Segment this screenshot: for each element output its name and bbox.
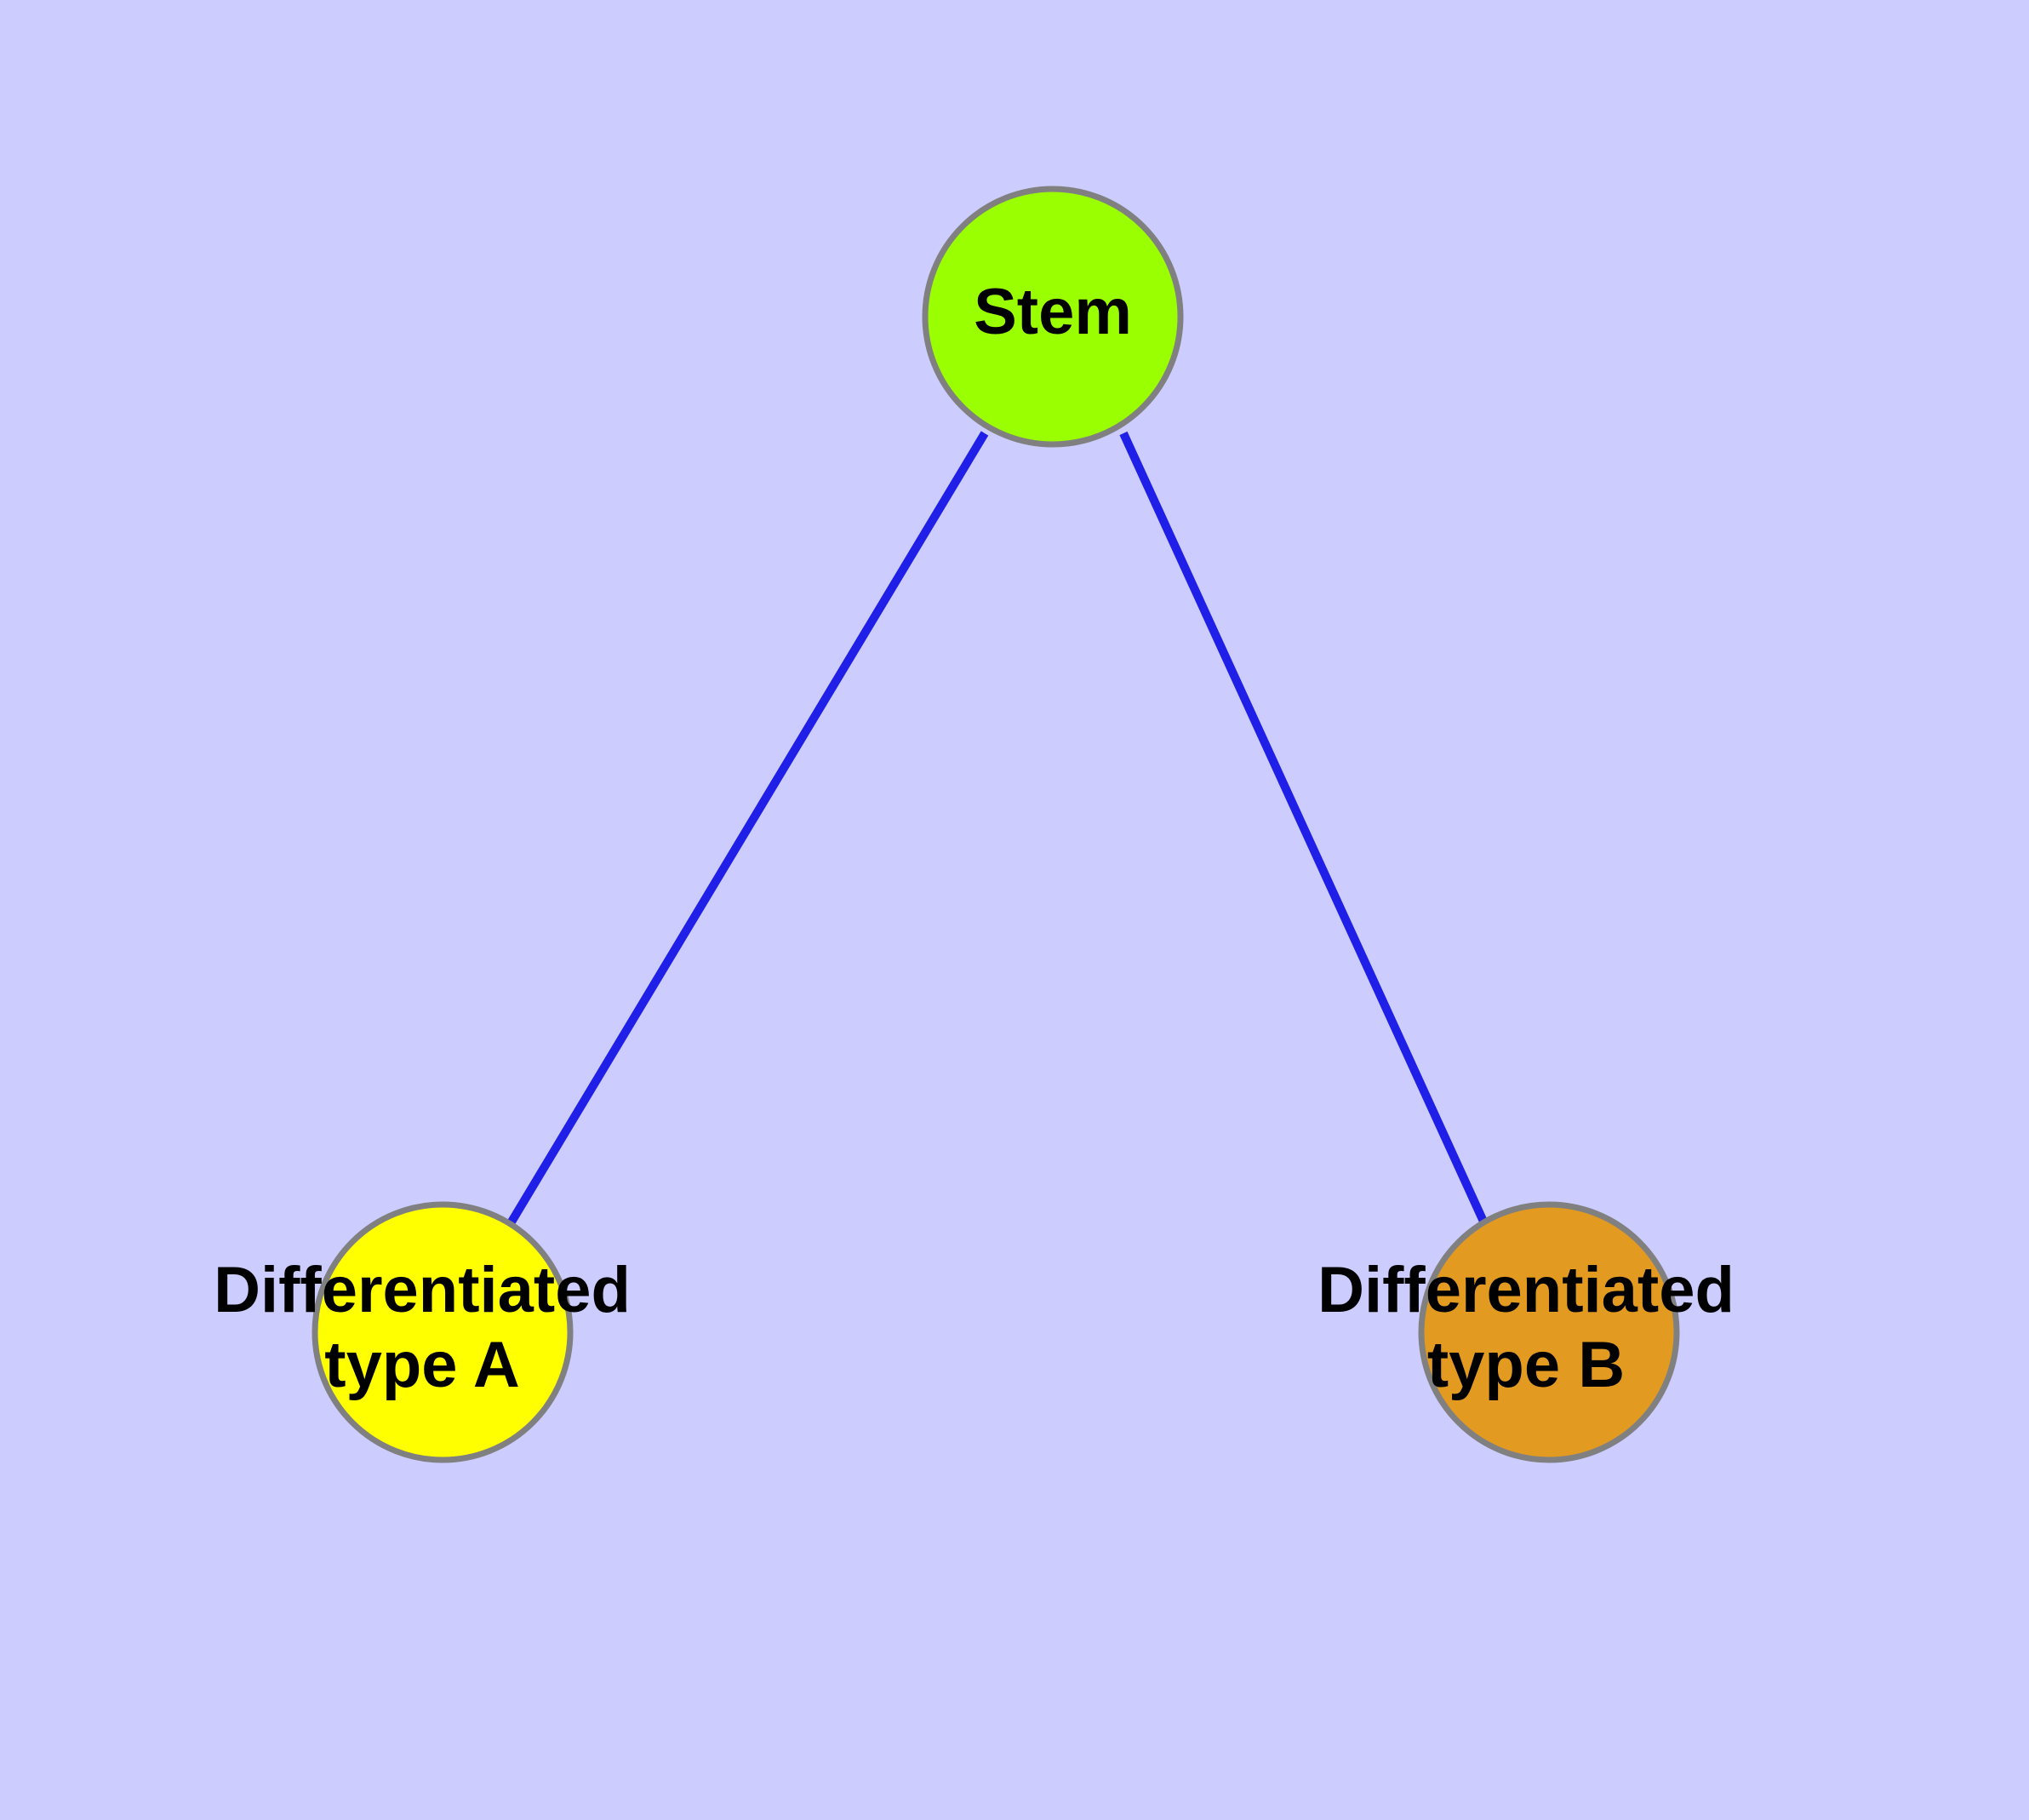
node-circle-diff-a[interactable]	[311, 1201, 574, 1463]
node-label-line: Differentiated	[214, 1254, 631, 1326]
edge-layer	[506, 431, 1489, 1226]
node-circle-stem[interactable]	[922, 186, 1184, 448]
node-label-stem: Stem	[974, 276, 1132, 348]
graph-edge-stem-to-diff-b[interactable]	[1119, 431, 1489, 1226]
graph-node-stem[interactable]: Stem	[922, 186, 1184, 448]
node-label-line: type B	[1427, 1329, 1625, 1401]
node-label-line: Stem	[974, 276, 1132, 348]
node-circle-diff-b[interactable]	[1418, 1201, 1680, 1463]
graph-edge-stem-to-diff-a[interactable]	[506, 431, 989, 1226]
node-label-line: Differentiated	[1317, 1254, 1735, 1326]
node-label-line: type A	[324, 1329, 519, 1401]
